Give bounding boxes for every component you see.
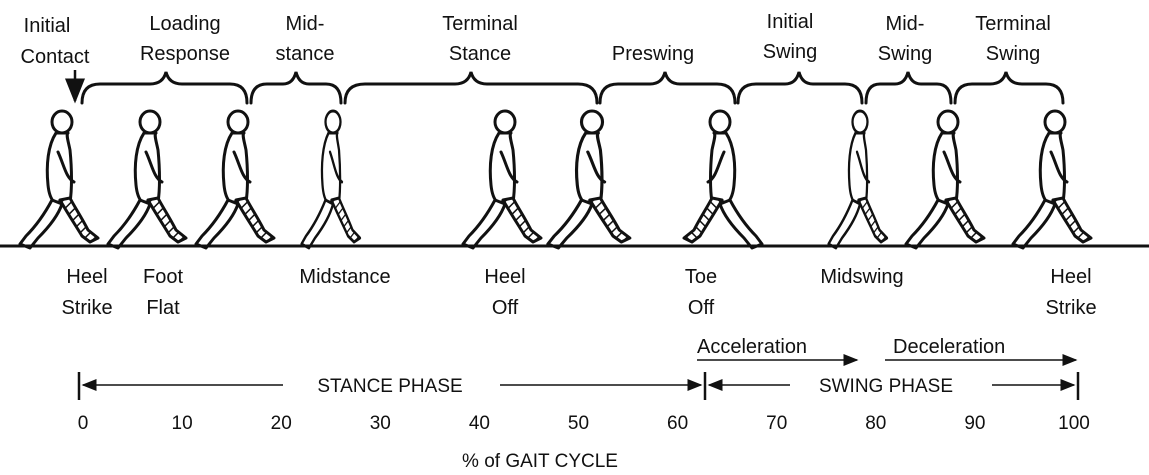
phase-label-loading-response-1: Loading [149, 13, 220, 35]
walking-figures [18, 109, 1093, 250]
axis-tick-label: 40 [469, 413, 490, 434]
axis-tick-label: 80 [865, 413, 886, 434]
event-label-heel-strike-2: Strike [61, 297, 112, 319]
figure-terminal-swing [904, 109, 986, 250]
axis-tick-label: 100 [1058, 413, 1090, 434]
axis-tick-label: 0 [78, 413, 89, 434]
event-label-midswing: Midswing [820, 266, 903, 288]
main-phase-spans: STANCE PHASE SWING PHASE [77, 372, 1080, 400]
axis-tick-label: 50 [568, 413, 589, 434]
event-label-toe-off-1: Toe [685, 266, 717, 288]
phase-label-terminal-stance-2: Stance [449, 43, 511, 65]
phase-label-initial-swing-1: Initial [767, 11, 814, 33]
phase-label-loading-response-2: Response [140, 43, 230, 65]
phase-labels: Initial Contact Loading Response Mid- st… [21, 11, 1051, 68]
event-label-heel-off-1: Heel [484, 266, 525, 288]
phase-label-midstance-1: Mid- [286, 13, 325, 35]
event-label-midstance: Midstance [299, 266, 390, 288]
bracket-initial-swing [736, 71, 864, 105]
figure-toe-off [682, 109, 764, 250]
event-label-toe-off-2: Off [688, 297, 715, 319]
swing-phase-label: SWING PHASE [819, 376, 953, 397]
phase-label-mid-swing-2: Swing [878, 43, 932, 65]
bracket-terminal-stance [343, 71, 599, 105]
figure-foot-flat [106, 109, 188, 250]
figure-heel-off [461, 109, 543, 250]
deceleration-label: Deceleration [893, 336, 1005, 358]
phase-label-preswing: Preswing [612, 43, 694, 65]
figure-preswing [546, 109, 632, 250]
event-label-foot-flat-1: Foot [143, 266, 183, 288]
axis-title: % of GAIT CYCLE [462, 451, 618, 472]
axis-tick-label: 60 [667, 413, 688, 434]
axis-tick-label: 20 [271, 413, 292, 434]
event-label-heel-off-2: Off [492, 297, 519, 319]
figure-midstance [300, 109, 362, 250]
axis-tick-label: 90 [964, 413, 985, 434]
figure-heel-strike [18, 109, 100, 250]
event-label-heel-strike-1: Heel [66, 266, 107, 288]
percent-axis: 0 10 20 30 40 50 60 70 80 90 100 [78, 413, 1090, 434]
acceleration-label: Acceleration [697, 336, 807, 358]
bracket-preswing [598, 71, 737, 105]
event-label-foot-flat-2: Flat [146, 297, 180, 319]
phase-label-initial-swing-2: Swing [763, 41, 817, 63]
figure-midswing [827, 109, 889, 250]
axis-tick-label: 10 [172, 413, 193, 434]
phase-label-terminal-stance-1: Terminal [442, 13, 518, 35]
stance-phase-label: STANCE PHASE [317, 376, 462, 397]
sub-phase-arrows: Acceleration Deceleration [697, 336, 1078, 366]
phase-label-mid-swing-1: Mid- [886, 13, 925, 35]
bracket-loading-response [80, 71, 249, 105]
axis-tick-label: 70 [766, 413, 787, 434]
phase-brackets [80, 71, 1065, 105]
bracket-midstance [249, 71, 343, 105]
event-labels: Heel Strike Foot Flat Midstance Heel Off… [61, 266, 1096, 319]
bracket-mid-swing [864, 71, 953, 105]
phase-label-midstance-2: stance [276, 43, 335, 65]
phase-label-terminal-swing-1: Terminal [975, 13, 1051, 35]
phase-label-terminal-swing-2: Swing [986, 43, 1040, 65]
figure-heel-strike-end [1011, 109, 1093, 250]
figure-loading [194, 109, 276, 250]
phase-label-initial-contact-1: Initial [24, 15, 71, 37]
axis-tick-label: 30 [370, 413, 391, 434]
event-label-heel-strike-end-2: Strike [1045, 297, 1096, 319]
bracket-terminal-swing [953, 71, 1065, 105]
event-label-heel-strike-end-1: Heel [1050, 266, 1091, 288]
phase-label-initial-contact-2: Contact [21, 46, 90, 68]
